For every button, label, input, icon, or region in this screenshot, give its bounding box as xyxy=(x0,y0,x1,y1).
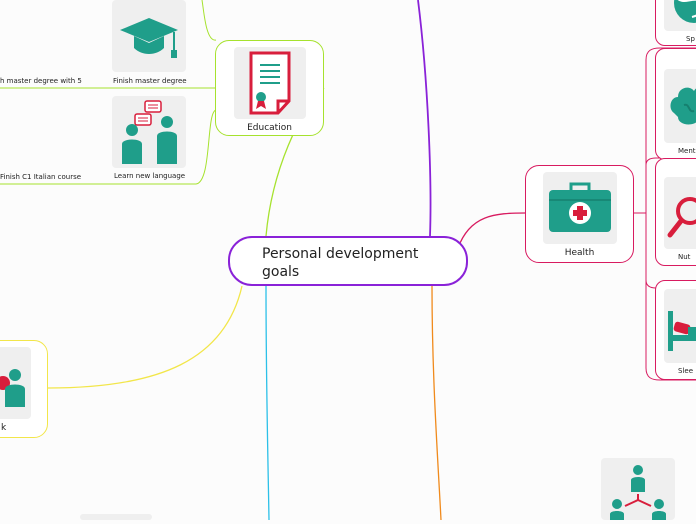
connector-health xyxy=(457,212,526,249)
team-hierarchy-icon xyxy=(601,458,675,520)
leaf-label: Finish master degree xyxy=(113,77,187,85)
magnifier-icon xyxy=(664,177,696,249)
conversation-icon xyxy=(112,96,186,168)
branch-health-label: Health xyxy=(564,248,595,258)
first-aid-kit-icon xyxy=(543,172,617,244)
leaf-sport[interactable]: Sp xyxy=(655,0,696,46)
leaf-master-degree-detail[interactable]: h master degree with 5 xyxy=(0,74,90,88)
central-topic-label: Personal development goals xyxy=(262,246,419,280)
leaf-label: Ment xyxy=(678,147,696,155)
connector-orange xyxy=(431,285,442,520)
branch-health[interactable]: Health xyxy=(525,165,634,263)
leaf-label: Slee xyxy=(678,367,694,375)
globe-icon xyxy=(664,0,696,31)
presentation-icon xyxy=(0,347,31,419)
branch-work-label: k xyxy=(1,423,7,433)
leaf-label: Sp xyxy=(686,35,695,43)
leaf-finish-master-degree[interactable]: Finish master degree xyxy=(112,0,187,90)
node-bottom-partial[interactable] xyxy=(80,514,152,520)
central-topic[interactable]: Personal development goals xyxy=(228,236,468,286)
connector-work xyxy=(47,285,243,389)
leaf-label: Learn new language xyxy=(114,172,186,180)
partial-icon xyxy=(80,514,152,520)
leaf-label: Nut xyxy=(678,253,691,261)
bed-icon xyxy=(664,289,696,363)
connector-top-purple xyxy=(417,0,432,237)
leaf-mental[interactable]: Ment xyxy=(655,48,696,160)
connector-edu-top xyxy=(201,0,217,41)
leaf-label: h master degree with 5 xyxy=(0,77,82,85)
leaf-learn-new-language[interactable]: Learn new language xyxy=(112,96,186,182)
leaf-label: Finish C1 Italian course xyxy=(0,173,82,181)
connector-cyan xyxy=(265,285,270,520)
leaf-sleep[interactable]: Slee xyxy=(655,280,696,380)
graduation-cap-icon xyxy=(112,0,186,72)
brain-icon xyxy=(664,69,696,143)
connector-edu-language xyxy=(0,109,217,185)
branch-work[interactable]: k xyxy=(0,340,48,438)
leaf-finish-c1-italian[interactable]: Finish C1 Italian course xyxy=(0,170,100,184)
certificate-icon xyxy=(234,47,306,119)
branch-education[interactable]: Education xyxy=(215,40,324,136)
branch-education-label: Education xyxy=(247,123,292,133)
node-team[interactable] xyxy=(601,458,675,520)
leaf-nutrition[interactable]: Nut xyxy=(655,158,696,266)
